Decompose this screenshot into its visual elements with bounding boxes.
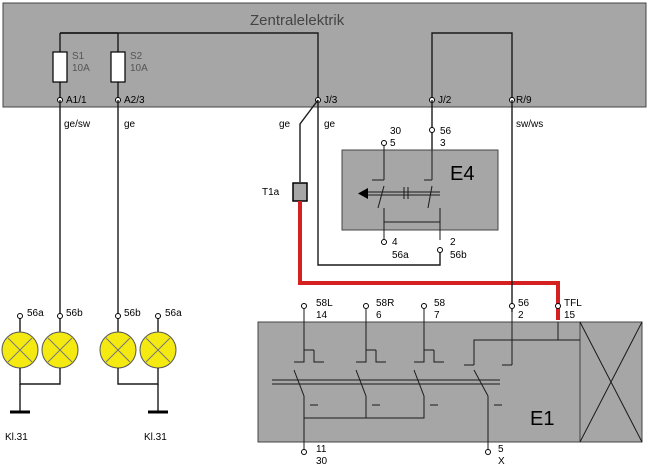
e1-pin-5: 5 [498, 444, 504, 455]
e1-pin-11: 11 [316, 444, 327, 455]
e4-top-left-num: 5 [390, 138, 396, 149]
wire-color-ge-j3-right: ge [324, 119, 336, 130]
ground-right-label: Kl.31 [144, 432, 167, 443]
e4-name: E4 [450, 163, 474, 185]
wire-color-ge-left: ge [124, 119, 136, 130]
connector-t1a: T1a [262, 182, 308, 202]
lamp-group-right: 56b 56a Kl.31 [99, 308, 182, 443]
lamp-1 [1, 331, 39, 369]
lamp-3 [99, 331, 137, 369]
lamp-4-label: 56a [165, 308, 182, 319]
wire-j3-to-t1a [299, 99, 319, 182]
fuse-s2-name: S2 [130, 51, 143, 62]
e4-top-right-num: 3 [440, 138, 446, 149]
wire-color-ge-j3-left: ge [279, 119, 291, 130]
e4-top-left-pin: 30 [390, 126, 402, 137]
e4-switch: E4 30 5 56 3 4 56a 2 56b [341, 126, 499, 261]
pin-label-j2: J/2 [438, 95, 452, 106]
ground-left-label: Kl.31 [5, 432, 28, 443]
e1-num-7: 7 [434, 310, 440, 321]
highlight-wire-t1a-tfl [298, 201, 560, 320]
e1-pin-58l: 58L [316, 298, 333, 309]
e1-pin-58: 58 [434, 298, 446, 309]
lamp-2-label: 56b [66, 308, 83, 319]
e1-num-15: 15 [564, 310, 576, 321]
connector-t1a-label: T1a [262, 187, 280, 198]
wire-j3-to-e4-56b [317, 100, 441, 266]
zentralelektrik-title: Zentralelektrik [250, 12, 345, 29]
wire-color-ge-sw: ge/sw [64, 119, 91, 130]
e1-num-14: 14 [316, 310, 328, 321]
fuse-s2-rating: 10A [130, 63, 148, 74]
pin-label-a2-3: A2/3 [124, 95, 145, 106]
lamp-group-left: 56a 56b Kl.31 [1, 308, 83, 443]
lamp-4 [139, 331, 177, 369]
e1-pin-56: 56 [518, 298, 530, 309]
fuse-s1-name: S1 [72, 51, 85, 62]
lamp-2 [41, 331, 79, 369]
pin-label-a1-1: A1/1 [66, 95, 87, 106]
e1-sub-30: 30 [316, 456, 328, 467]
e1-switch: E1 58L 14 58R 6 58 7 56 2 TFL 15 [257, 298, 643, 467]
internal-wire-j2-r9 [431, 32, 513, 100]
e4-top-right-pin: 56 [440, 126, 452, 137]
e1-name: E1 [530, 408, 554, 430]
lamp-1-label: 56a [27, 308, 44, 319]
pin-label-j3: J/3 [324, 95, 338, 106]
pin-label-r9: R/9 [516, 95, 532, 106]
fuse-s2: S2 10A [110, 33, 148, 100]
e1-sub-x: X [498, 456, 505, 467]
e4-bottom-right-pin: 2 [450, 237, 456, 248]
fuse-s1-rating: 10A [72, 63, 90, 74]
internal-wire-j3 [60, 32, 319, 100]
e4-bottom-left-sub: 56a [392, 250, 409, 261]
lamp-3-label: 56b [124, 308, 141, 319]
e4-bottom-left-pin: 4 [392, 237, 398, 248]
e1-pin-tfl: TFL [564, 298, 582, 309]
e1-num-6: 6 [376, 310, 382, 321]
e1-num-2: 2 [518, 310, 524, 321]
zentralelektrik-box: Zentralelektrik [2, 2, 647, 108]
e4-bottom-right-sub: 56b [450, 250, 467, 261]
e1-pin-58r: 58R [376, 298, 394, 309]
wire-color-sw-ws: sw/ws [516, 119, 543, 130]
